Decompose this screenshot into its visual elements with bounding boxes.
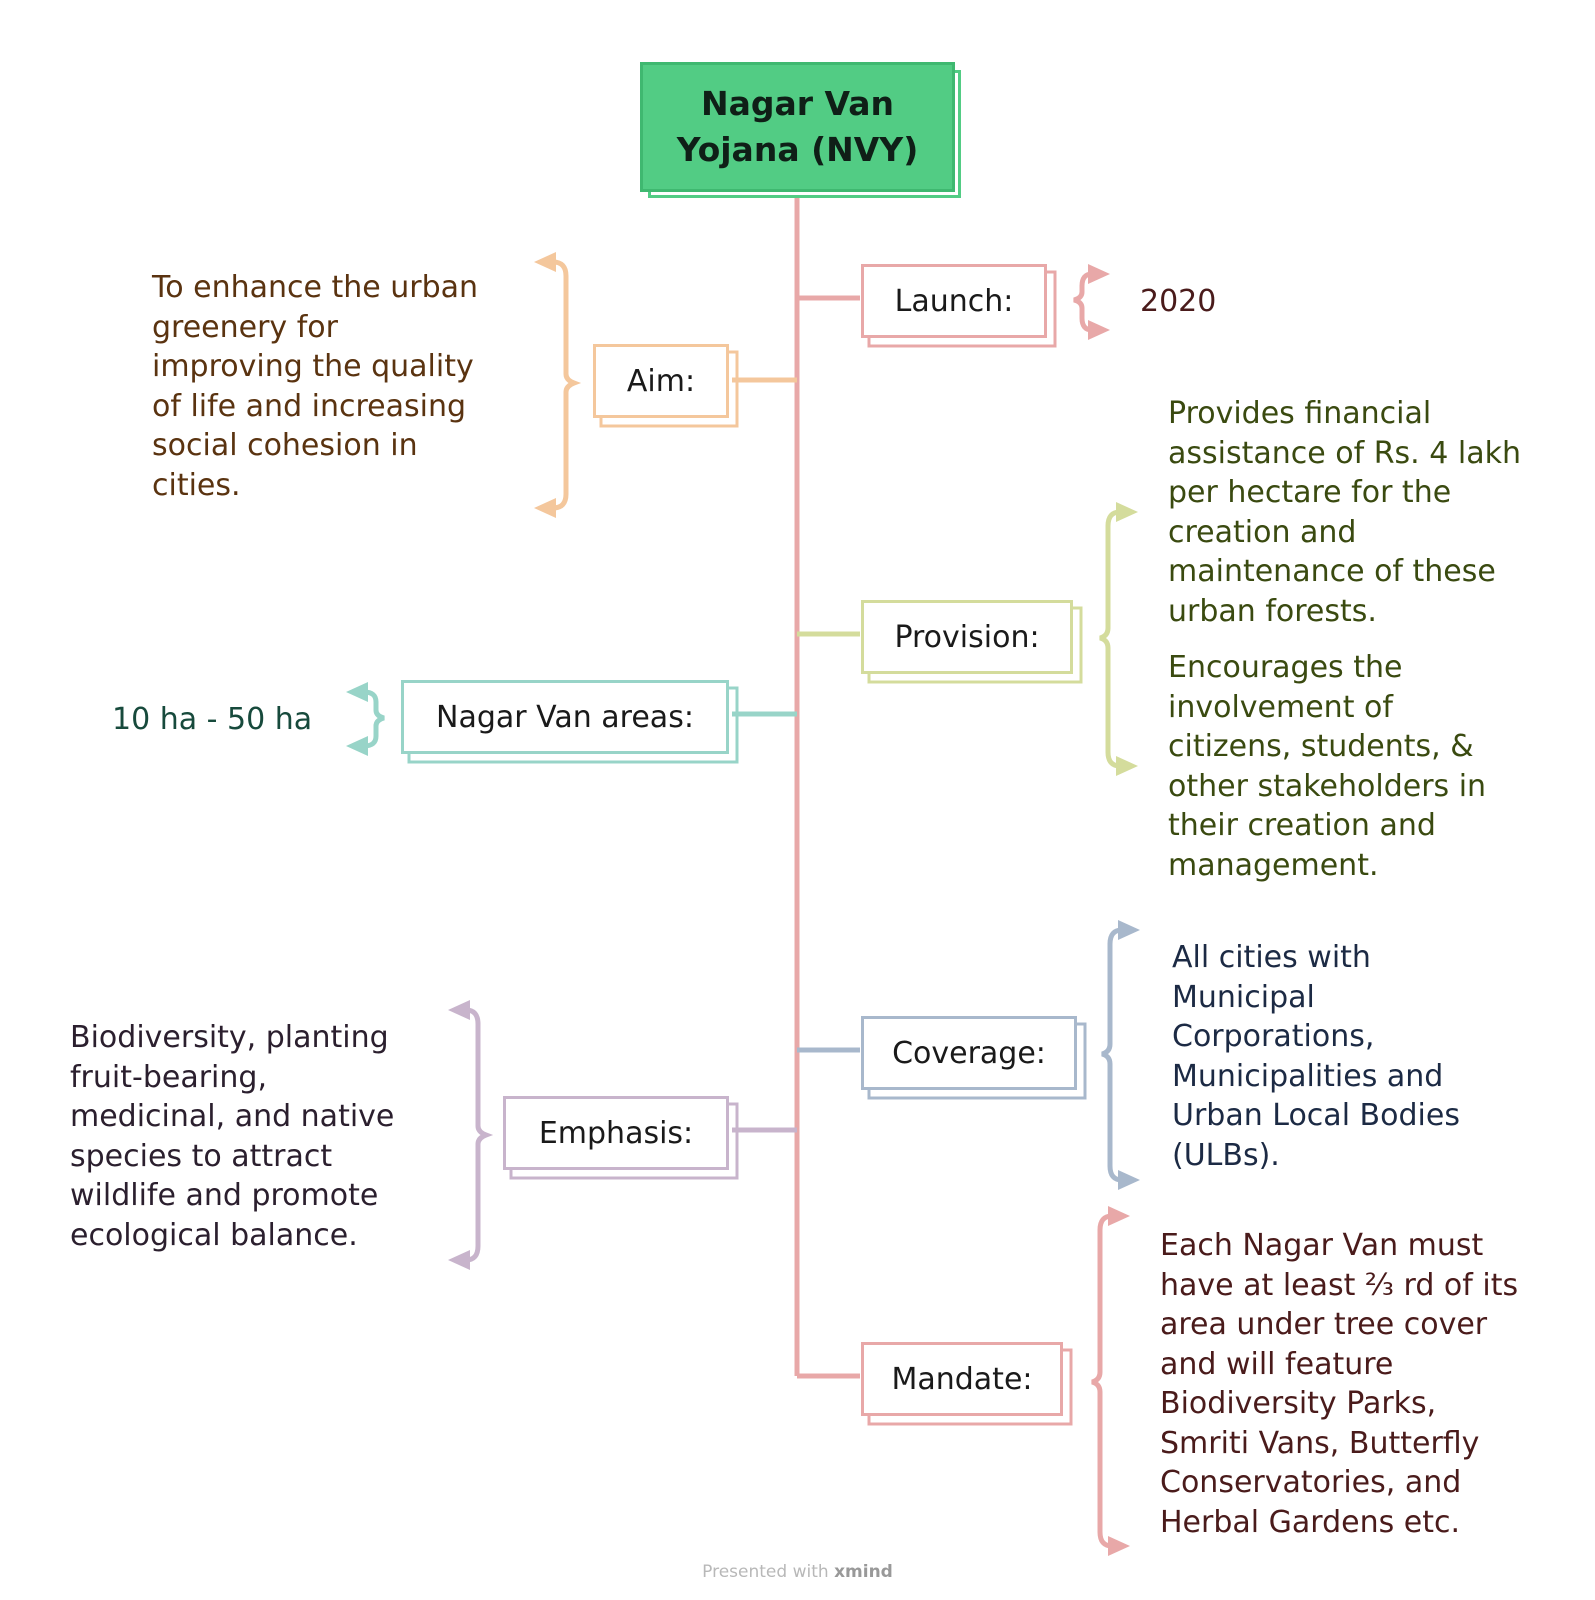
provision-detail-line: their creation and	[1168, 808, 1436, 843]
footer-brand: xmind	[834, 1562, 893, 1582]
coverage-detail-line: Municipal	[1172, 979, 1315, 1015]
coverage-detail-line: Urban Local Bodies	[1172, 1098, 1460, 1133]
coverage-detail: All cities with Municipal Corporations, …	[1172, 938, 1460, 1175]
provision-detail-line: creation and	[1168, 514, 1357, 550]
areas-arrow-top	[346, 682, 368, 702]
provision-detail-line: per hectare for the	[1168, 475, 1452, 510]
mandate-arrow-top	[1108, 1206, 1130, 1226]
emphasis-detail-line: medicinal, and native	[70, 1099, 395, 1134]
topic-aim-label: Aim:	[626, 363, 696, 399]
topic-coverage-label: Coverage:	[892, 1035, 1046, 1071]
topic-launch[interactable]: Launch:	[861, 264, 1047, 338]
coverage-arrow-top	[1118, 920, 1140, 940]
emphasis-arrow-top	[448, 1000, 470, 1020]
provision-detail-line: assistance of Rs. 4 lakh	[1168, 435, 1521, 471]
provision-detail-2: Encourages the involvement of citizens, …	[1168, 648, 1486, 885]
emphasis-arrow-bottom	[448, 1250, 470, 1270]
emphasis-detail: Biodiversity, planting fruit-bearing, me…	[70, 1018, 394, 1255]
provision-detail-line: involvement of	[1168, 689, 1393, 725]
coverage-detail-line: Municipalities and	[1172, 1058, 1444, 1094]
topic-provision[interactable]: Provision:	[861, 600, 1073, 674]
root-title-line2: Yojana (NVY)	[676, 130, 919, 169]
aim-detail-line: greenery for	[152, 309, 338, 345]
launch-arrow-top	[1088, 264, 1110, 284]
emphasis-detail-line: wildlife and promote	[70, 1178, 379, 1213]
emphasis-brace	[465, 1007, 494, 1263]
coverage-detail-line: (ULBs).	[1172, 1137, 1280, 1173]
provision-detail-line: management.	[1168, 847, 1379, 883]
provision-arrow-bottom	[1116, 756, 1138, 776]
aim-detail-line: cities.	[152, 467, 241, 503]
aim-arrow-bottom	[534, 498, 556, 518]
mandate-detail-line: have at least ⅔ rd of its	[1160, 1267, 1519, 1303]
aim-detail-line: social cohesion in	[152, 428, 418, 463]
provision-detail-1: Provides financial assistance of Rs. 4 l…	[1168, 394, 1521, 631]
coverage-brace	[1101, 927, 1123, 1183]
root-title-line1: Nagar Van	[700, 84, 895, 123]
mandate-detail: Each Nagar Van must have at least ⅔ rd o…	[1160, 1226, 1518, 1542]
topic-provision-label: Provision:	[894, 619, 1040, 655]
aim-detail-line: improving the quality	[152, 349, 474, 384]
provision-detail-line: maintenance of these	[1168, 554, 1496, 589]
mandate-detail-line: Smriti Vans, Butterfly	[1160, 1425, 1480, 1461]
launch-arrow-bottom	[1088, 320, 1110, 340]
topic-emphasis[interactable]: Emphasis:	[503, 1096, 729, 1170]
provision-arrow-top	[1116, 502, 1138, 522]
topic-areas[interactable]: Nagar Van areas:	[401, 680, 729, 754]
aim-brace	[552, 259, 582, 511]
topic-emphasis-label: Emphasis:	[538, 1115, 694, 1151]
mandate-arrow-bottom	[1108, 1536, 1130, 1556]
mandate-detail-line: Biodiversity Parks,	[1160, 1386, 1437, 1421]
topic-aim[interactable]: Aim:	[593, 344, 729, 418]
topic-areas-label: Nagar Van areas:	[436, 699, 694, 735]
provision-detail-line: Provides financial	[1168, 396, 1432, 431]
mandate-brace	[1091, 1213, 1113, 1549]
coverage-arrow-bottom	[1118, 1170, 1140, 1190]
provision-detail-line: other stakeholders in	[1168, 768, 1487, 804]
topic-coverage[interactable]: Coverage:	[861, 1016, 1077, 1090]
mandate-detail-line: Herbal Gardens etc.	[1160, 1504, 1461, 1540]
footer-credit: Presented with xmind	[0, 1562, 1595, 1582]
areas-arrow-bottom	[346, 736, 368, 756]
coverage-detail-line: Corporations,	[1172, 1019, 1375, 1054]
mandate-detail-line: Conservatories, and	[1160, 1465, 1462, 1500]
aim-arrow-top	[534, 252, 556, 272]
footer-prefix: Presented with	[702, 1562, 829, 1582]
emphasis-detail-line: fruit-bearing,	[70, 1059, 267, 1095]
aim-detail-line: To enhance the urban	[152, 270, 479, 305]
root-topic[interactable]: Nagar Van Yojana (NVY)	[640, 62, 955, 192]
mandate-detail-line: area under tree cover	[1160, 1307, 1488, 1342]
mandate-detail-line: and will feature	[1160, 1346, 1394, 1382]
aim-detail-line: of life and increasing	[152, 388, 467, 424]
emphasis-detail-line: species to attract	[70, 1138, 333, 1174]
provision-detail-line: urban forests.	[1168, 593, 1377, 629]
areas-detail: 10 ha - 50 ha	[112, 702, 313, 737]
topic-launch-label: Launch:	[894, 283, 1014, 319]
provision-brace	[1099, 509, 1121, 769]
topic-mandate[interactable]: Mandate:	[861, 1342, 1063, 1416]
launch-brace	[1073, 271, 1093, 333]
emphasis-detail-line: ecological balance.	[70, 1217, 358, 1253]
emphasis-detail-line: Biodiversity, planting	[70, 1020, 389, 1055]
coverage-detail-line: All cities with	[1172, 940, 1371, 975]
areas-brace	[363, 689, 385, 749]
mandate-detail-line: Each Nagar Van must	[1160, 1228, 1484, 1263]
topic-mandate-label: Mandate:	[891, 1361, 1033, 1397]
provision-detail-line: citizens, students, &	[1168, 729, 1474, 764]
launch-detail: 2020	[1140, 284, 1217, 319]
aim-detail: To enhance the urban greenery for improv…	[152, 268, 478, 505]
provision-detail-line: Encourages the	[1168, 650, 1403, 685]
